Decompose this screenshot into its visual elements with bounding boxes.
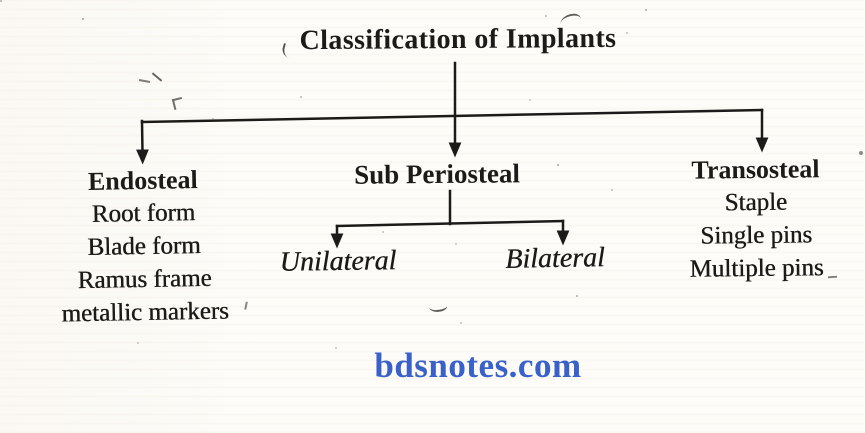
leaf-unilateral: Unilateral <box>279 245 397 278</box>
transosteal-item-multiple-pins: Multiple pins <box>689 254 824 283</box>
transosteal-item-single-pins: Single pins <box>700 221 813 250</box>
branch-endosteal: Endosteal Root form Blade form Ramus fra… <box>59 163 229 331</box>
branch-subperiosteal-heading: Sub Periosteal <box>353 158 520 190</box>
leaf-bilateral: Bilateral <box>504 242 606 275</box>
endosteal-item-root-form: Root form <box>91 199 196 228</box>
endosteal-item-ramus-frame: Ramus frame <box>77 264 212 295</box>
diagram-title: Classification of Implants <box>299 22 617 57</box>
endosteal-item-blade-form: Blade form <box>87 232 201 261</box>
connector-drop-endosteal <box>136 119 149 165</box>
watermark-text: bdsnotes.com <box>374 346 582 385</box>
scan-noise-specks <box>0 0 2 2</box>
branch-transosteal: Transosteal Staple Single pins Multiple … <box>688 152 823 285</box>
connector-main-bar <box>140 108 764 124</box>
branch-endosteal-heading: Endosteal <box>87 165 198 196</box>
connector-sub-bar <box>335 219 565 228</box>
branch-transosteal-heading: Transosteal <box>691 154 820 185</box>
transosteal-item-staple: Staple <box>724 188 788 217</box>
endosteal-item-metallic-markers: metallic markers <box>61 297 230 328</box>
